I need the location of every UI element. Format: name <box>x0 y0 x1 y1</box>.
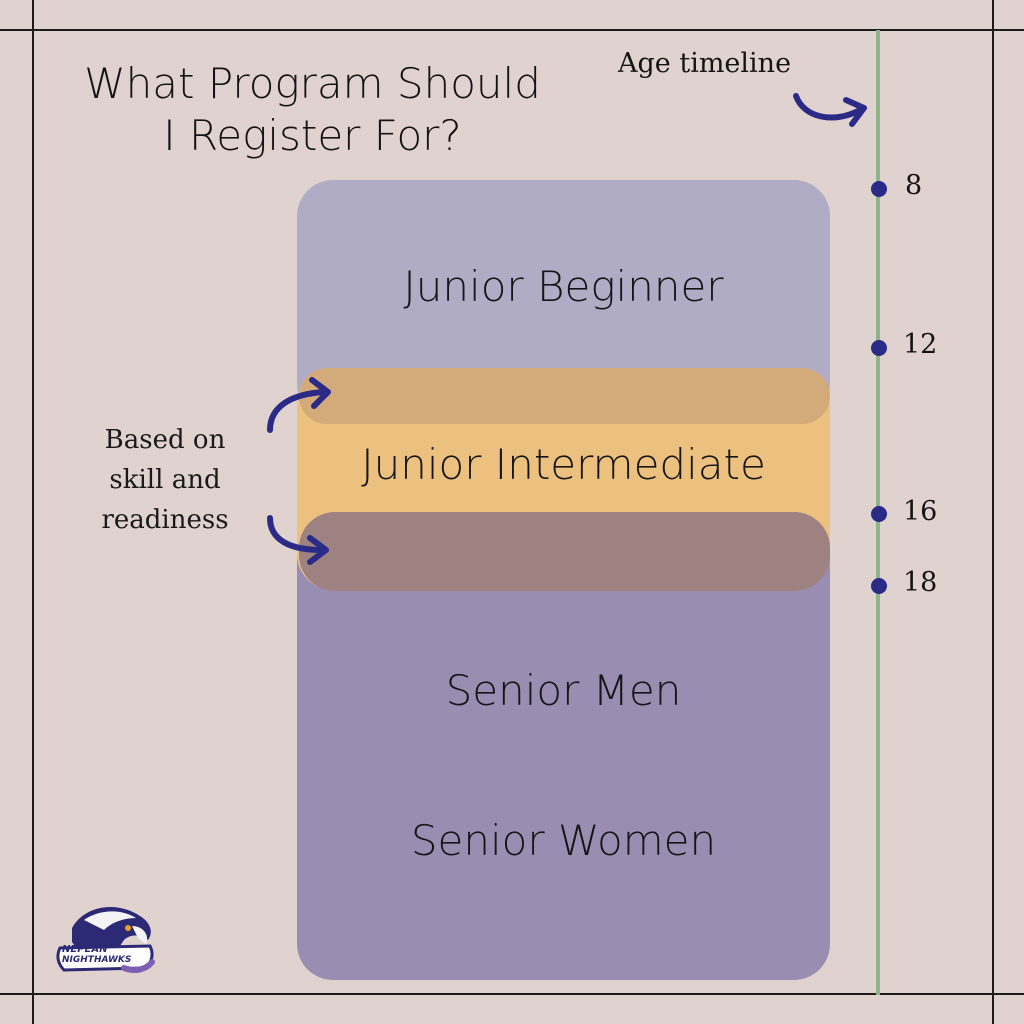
age-marker-dot <box>871 340 887 356</box>
senior-men-label: Senior Men <box>445 666 682 715</box>
frame-line-left <box>32 0 34 1024</box>
frame-line-bottom <box>0 993 1024 995</box>
hawk-icon <box>56 906 155 973</box>
overlap-band-top <box>299 368 830 424</box>
overlap-band-bottom <box>299 512 830 591</box>
note-line-2: skill and <box>109 465 221 495</box>
logo-text-line-1: NEPEAN <box>62 944 108 955</box>
age-marker-dot <box>871 181 887 197</box>
age-marker-dot <box>871 578 887 594</box>
age-marker-label: 8 <box>905 170 923 201</box>
frame-line-top <box>0 29 1024 31</box>
logo-text-line-2: NIGHTHAWKS <box>62 955 132 965</box>
age-marker-label: 12 <box>903 329 938 360</box>
junior-intermediate-label: Junior Intermediate <box>361 440 766 489</box>
senior-women-label: Senior Women <box>410 816 717 865</box>
title-line-1: What Program Should <box>84 59 541 108</box>
nepean-nighthawks-logo: NEPEAN NIGHTHAWKS <box>54 898 158 982</box>
frame-line-right <box>992 0 994 1024</box>
title-line-2: I Register For? <box>163 111 462 160</box>
age-marker-dot <box>871 506 887 522</box>
curved-arrow-down-icon <box>267 515 329 565</box>
note-line-3: readiness <box>101 505 229 535</box>
curved-arrow-icon <box>793 93 867 127</box>
curved-arrow-up-icon <box>267 377 331 433</box>
junior-beginner-label: Junior Beginner <box>403 262 724 311</box>
age-marker-label: 16 <box>903 496 938 527</box>
note-line-1: Based on <box>104 425 226 455</box>
age-timeline-label: Age timeline <box>618 48 792 79</box>
age-marker-label: 18 <box>903 567 938 598</box>
senior-box: Senior Men Senior Women <box>297 520 830 980</box>
skill-readiness-note: Based on skill and readiness <box>70 420 260 540</box>
page-title: What Program Should I Register For? <box>40 58 585 162</box>
